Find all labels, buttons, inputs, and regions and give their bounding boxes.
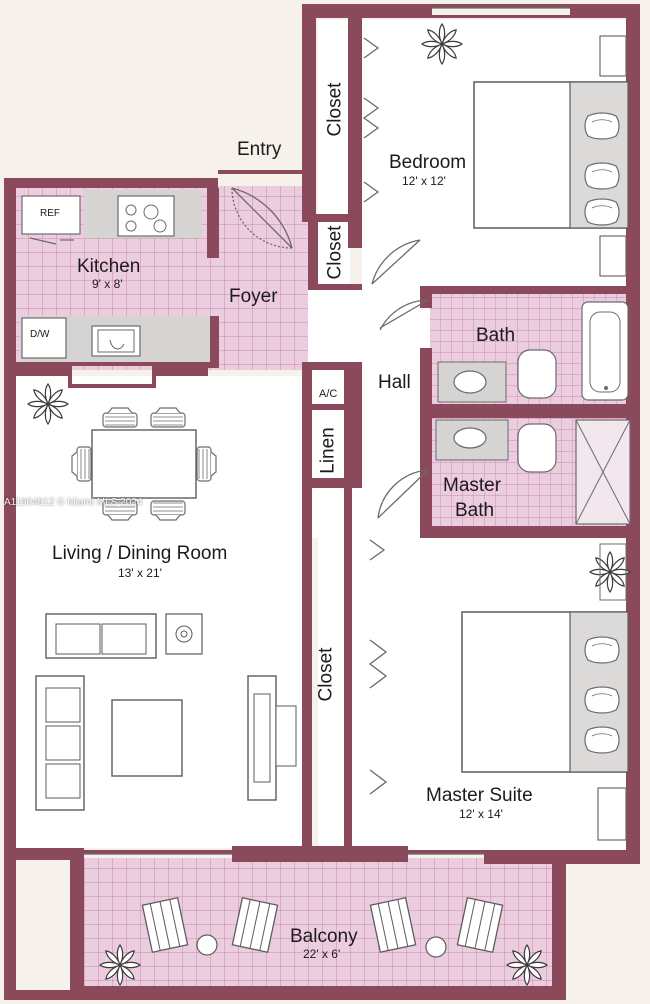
entry-label: Entry xyxy=(237,139,282,160)
bath-label: Bath xyxy=(476,325,516,346)
bath-fixtures xyxy=(437,301,629,403)
master-suite-label: Master Suite xyxy=(426,785,533,806)
dishwasher-label: D/W xyxy=(30,329,50,340)
walls xyxy=(4,4,640,1000)
doors xyxy=(84,7,570,855)
linen-label: Linen xyxy=(317,427,339,474)
master-bath-fixtures xyxy=(435,419,631,525)
closet-bedroom-label: Closet xyxy=(324,82,346,137)
foyer-label: Foyer xyxy=(229,286,278,307)
balcony-furniture xyxy=(99,897,548,986)
master-suite-furniture xyxy=(461,543,631,841)
refrigerator-label: REF xyxy=(40,208,60,219)
closet-foyer-label: Closet xyxy=(324,225,346,280)
kitchen-fixtures xyxy=(20,190,210,362)
mls-watermark: A11904812 © Miami MLS 2024 xyxy=(4,497,143,508)
kitchen-size: 9' x 8' xyxy=(92,277,123,291)
balcony-label: Balcony xyxy=(290,926,358,947)
kitchen-label: Kitchen xyxy=(77,256,141,277)
ac-label: A/C xyxy=(319,388,338,400)
living-size: 13' x 21' xyxy=(118,566,162,580)
living-furniture xyxy=(27,383,297,811)
balcony-size: 22' x 6' xyxy=(303,947,341,961)
master-bath-line1: Master xyxy=(443,475,502,496)
bedroom-furniture xyxy=(421,23,629,277)
closet-master-label: Closet xyxy=(315,647,337,702)
living-label: Living / Dining Room xyxy=(52,543,228,564)
bedroom-size: 12' x 12' xyxy=(402,174,446,188)
master-bath-line2: Bath xyxy=(455,500,495,521)
bedroom-label: Bedroom xyxy=(389,152,467,173)
master-suite-size: 12' x 14' xyxy=(459,807,503,821)
hall-label: Hall xyxy=(378,372,411,393)
